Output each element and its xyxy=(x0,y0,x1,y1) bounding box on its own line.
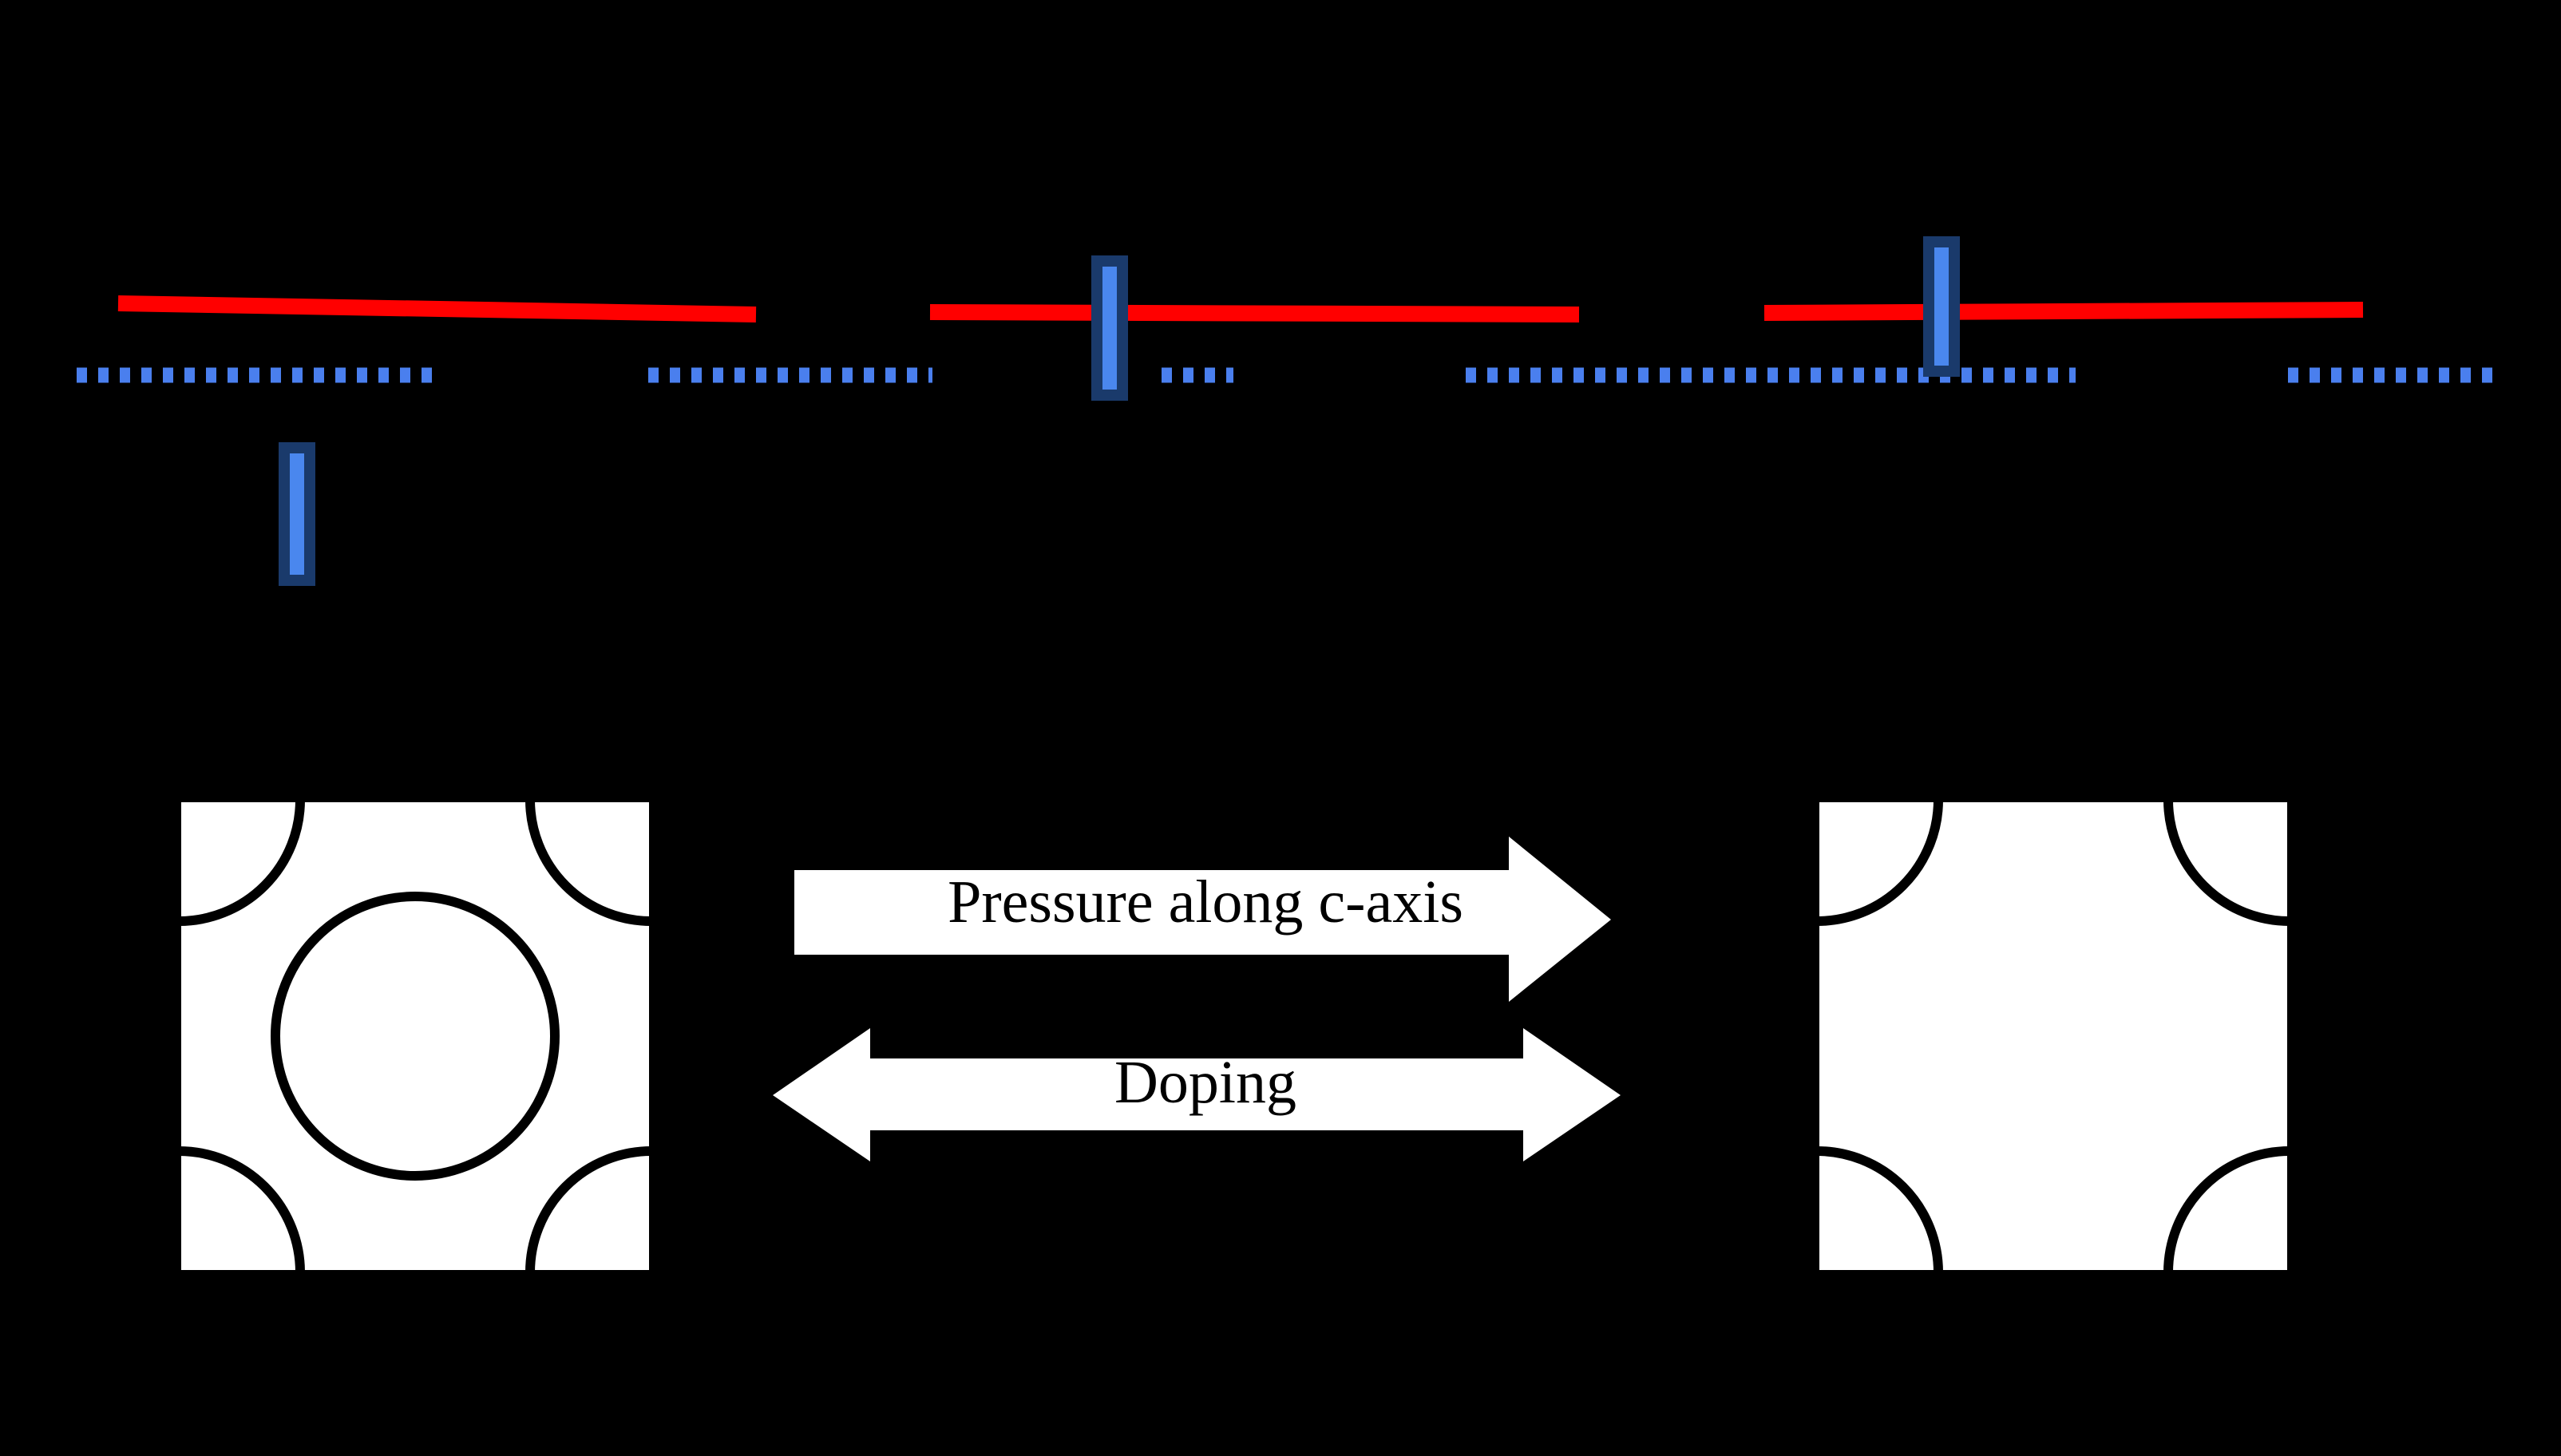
fermi-line-left xyxy=(117,295,757,322)
fermi-line-middle xyxy=(929,304,1580,322)
fermi-level-lines xyxy=(117,295,2364,322)
gap-marker-bars xyxy=(279,236,1960,586)
fermi-surface-right xyxy=(1815,797,2292,1275)
gap-bar-right xyxy=(1923,236,1960,377)
arrow-doping-shape xyxy=(773,1028,1621,1161)
gap-bar-middle xyxy=(1091,255,1128,401)
fermi-surface-left-central-circle xyxy=(271,892,560,1181)
fermi-surface-right-box xyxy=(1815,797,2292,1275)
arrow-pressure-shape xyxy=(794,837,1611,1002)
fermi-line-right xyxy=(1763,302,2364,321)
fermi-surface-left xyxy=(176,797,654,1275)
gap-bar-left xyxy=(279,442,315,586)
fermi-surface-left-box xyxy=(176,797,654,1275)
